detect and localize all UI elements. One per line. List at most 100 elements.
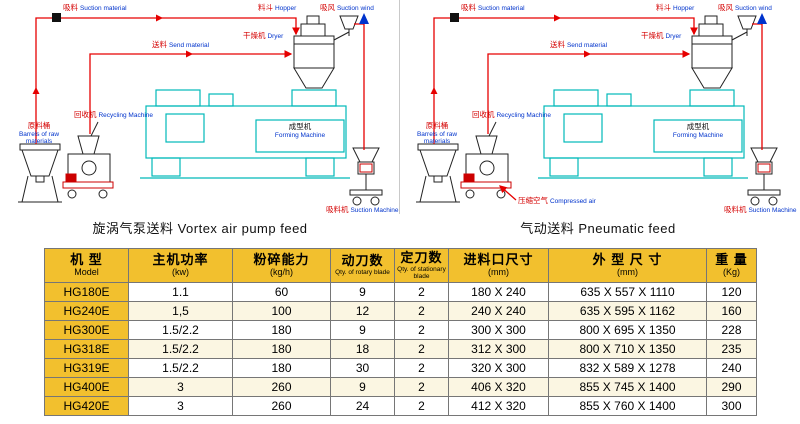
cell-power: 1.5/2.2 [128,358,233,378]
panel-divider [399,0,400,214]
col-header-stationary-blades: 定刀数 Qty. of stationary blade [394,248,449,283]
cell-rotary-blades: 18 [330,339,395,359]
cell-weight: 290 [706,377,757,397]
spec-table: 机 型 Model 主机功率 (kw) 粉碎能力 (kg/h) 动刀数 Qty.… [44,248,757,416]
recycling-machine-drawing [67,121,111,199]
label-compressed-air: 压缩空气 Compressed air [518,196,596,205]
cell-power: 3 [128,377,233,397]
cell-capacity: 180 [232,358,331,378]
raw-material-barrel-drawing [416,143,460,203]
col-header-model: 机 型 Model [44,248,129,283]
cell-model: HG180E [44,282,129,302]
cell-model: HG240E [44,301,129,321]
cell-stationary-blades: 2 [394,301,449,321]
diagram-row: 吸料 Suction material 料斗 Hopper 吸风 Suction… [6,0,797,240]
suction-wind-arrow [757,13,767,24]
cell-power: 3 [128,396,233,416]
cell-capacity: 180 [232,320,331,340]
label-forming-machine: 成型机 Forming Machine [672,122,724,139]
cell-power: 1.5/2.2 [128,339,233,359]
cell-inlet-size: 320 X 300 [448,358,549,378]
raw-material-barrel-drawing [18,143,62,203]
label-dryer: 干燥机 Dryer [243,31,284,40]
label-suction-machine: 吸料机 Suction Machine [326,205,399,214]
cell-inlet-size: 406 X 320 [448,377,549,397]
cell-power: 1,5 [128,301,233,321]
cell-stationary-blades: 2 [394,358,449,378]
col-header-inlet-size: 进料口尺寸 (mm) [448,248,549,283]
label-suction-material: 吸料 Suction material [63,3,127,12]
col-header-motor-power: 主机功率 (kw) [128,248,233,283]
cell-stationary-blades: 2 [394,396,449,416]
flow-arrowhead [584,50,591,58]
filter-box-icon [450,13,459,22]
cell-inlet-size: 180 X 240 [448,282,549,302]
cell-rotary-blades: 9 [330,282,395,302]
suction-wind-arrow [359,13,369,24]
cell-capacity: 180 [232,339,331,359]
table-row: HG319E 1.5/2.2 180 30 2 320 X 300 832 X … [44,358,757,378]
diagram-caption-vortex: 旋涡气泵送料 Vortex air pump feed [92,221,308,236]
recycling-machine-drawing [465,121,509,199]
label-hopper: 料斗 Hopper [258,3,297,12]
cell-power: 1.1 [128,282,233,302]
label-send-material: 送料 Send material [550,40,608,49]
label-raw-material-barrel: 原料桶 Barrels of raw materials [416,121,458,146]
recycling-machine-motor [460,173,512,189]
cell-weight: 160 [706,301,757,321]
table-row: HG180E 1.1 60 9 2 180 X 240 635 X 557 X … [44,282,757,302]
diagram-caption-pneumatic: 气动送料 Pneumatic feed [520,221,676,236]
cell-rotary-blades: 12 [330,301,395,321]
cell-rotary-blades: 9 [330,377,395,397]
cell-weight: 120 [706,282,757,302]
cell-dimensions: 800 X 710 X 1350 [548,339,707,359]
filter-box-icon [52,13,61,22]
cell-dimensions: 635 X 557 X 1110 [548,282,707,302]
table-row: HG318E 1.5/2.2 180 18 2 312 X 300 800 X … [44,339,757,359]
cell-rotary-blades: 9 [330,320,395,340]
label-recycling-machine: 回收机 Recycling Machine [472,110,552,119]
cell-stationary-blades: 2 [394,320,449,340]
cell-capacity: 60 [232,282,331,302]
diagram-vortex-feed: 吸料 Suction material 料斗 Hopper 吸风 Suction… [6,2,399,240]
label-suction-material: 吸料 Suction material [461,3,525,12]
col-header-rotary-blades: 动刀数 Qty. of rotary blade [330,248,395,283]
cell-dimensions: 635 X 595 X 1162 [548,301,707,321]
forming-machine-drawing [140,89,350,179]
label-hopper: 料斗 Hopper [656,3,695,12]
col-header-weight: 重 量 (Kg) [706,248,757,283]
flow-arrowhead [156,14,163,22]
suction-machine-drawing [349,147,383,206]
label-dryer: 干燥机 Dryer [641,31,682,40]
label-suction-wind: 吸风 Suction wind [718,3,772,12]
label-send-material: 送料 Send material [152,40,210,49]
cell-dimensions: 855 X 760 X 1400 [548,396,707,416]
cell-inlet-size: 240 X 240 [448,301,549,321]
label-forming-machine: 成型机 Forming Machine [274,122,326,139]
cell-weight: 235 [706,339,757,359]
table-row: HG400E 3 260 9 2 406 X 320 855 X 745 X 1… [44,377,757,397]
label-raw-material-barrel: 原料桶 Barrels of raw materials [18,121,60,146]
col-header-dimensions: 外 型 尺 寸 (mm) [548,248,707,283]
cell-capacity: 100 [232,301,331,321]
cell-model: HG300E [44,320,129,340]
forming-machine-drawing [538,89,748,179]
flow-arrowhead [430,87,438,94]
cell-inlet-size: 412 X 320 [448,396,549,416]
suction-machine-drawing [747,147,781,206]
dryer-drawing [293,15,359,89]
cell-power: 1.5/2.2 [128,320,233,340]
cell-capacity: 260 [232,396,331,416]
cell-stationary-blades: 2 [394,377,449,397]
cell-rotary-blades: 24 [330,396,395,416]
cell-dimensions: 855 X 745 X 1400 [548,377,707,397]
cell-stationary-blades: 2 [394,282,449,302]
cell-weight: 228 [706,320,757,340]
dryer-drawing [691,15,757,89]
vortex-feed-drawing [18,13,383,206]
table-header-row: 机 型 Model 主机功率 (kw) 粉碎能力 (kg/h) 动刀数 Qty.… [44,248,757,283]
col-header-crushing-capacity: 粉碎能力 (kg/h) [232,248,331,283]
cell-model: HG400E [44,377,129,397]
cell-dimensions: 832 X 589 X 1278 [548,358,707,378]
